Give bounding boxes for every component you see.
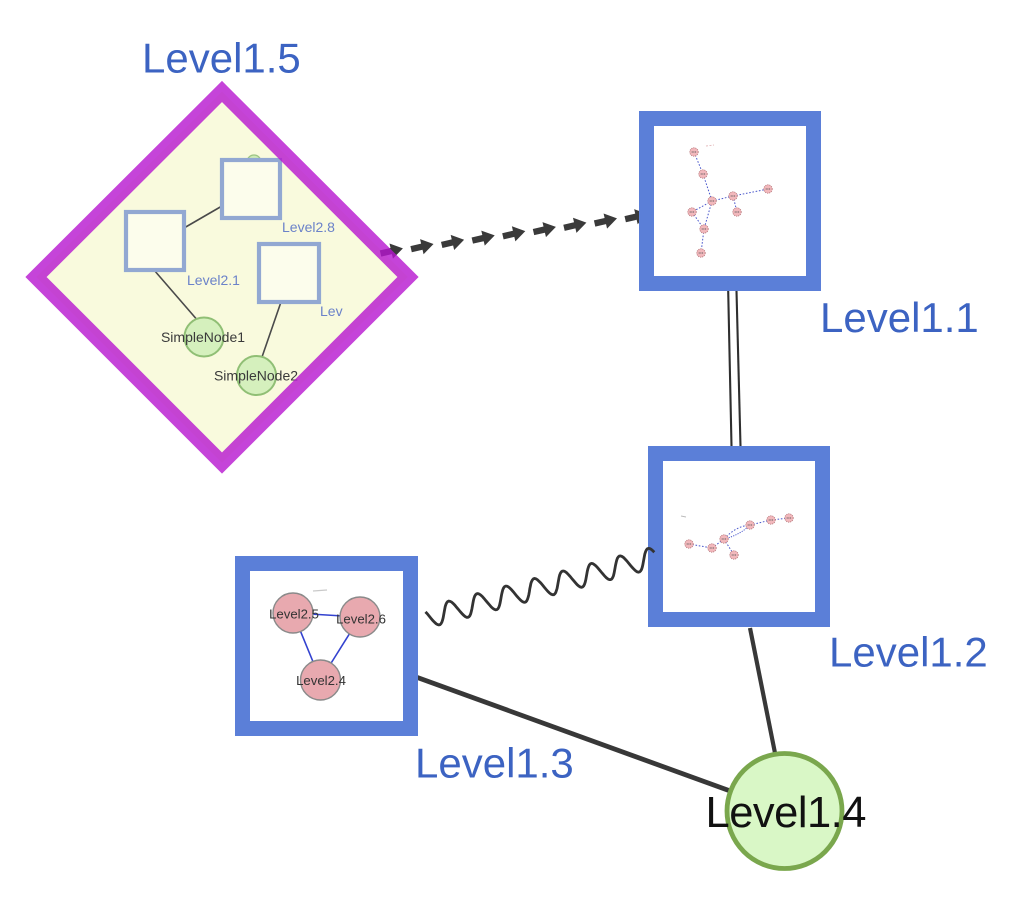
svg-text:Level1.4: Level1.4 xyxy=(706,789,866,837)
svg-text:Level2.1: Level2.1 xyxy=(187,272,240,288)
svg-text:SimpleNode2: SimpleNode2 xyxy=(214,368,298,384)
svg-text:Level1.3: Level1.3 xyxy=(415,740,574,787)
svg-text:Level1.5: Level1.5 xyxy=(142,35,301,82)
svg-text:Level1.2: Level1.2 xyxy=(829,629,988,676)
svg-text:Level1.1: Level1.1 xyxy=(820,294,979,341)
svg-text:Level2.5: Level2.5 xyxy=(269,607,319,622)
svg-text:SimpleNode1: SimpleNode1 xyxy=(161,329,245,345)
svg-text:Lev: Lev xyxy=(320,303,343,319)
svg-text:Level2.4: Level2.4 xyxy=(296,673,346,688)
svg-text:Level2.8: Level2.8 xyxy=(282,219,335,235)
svg-text:Level2.6: Level2.6 xyxy=(336,612,386,627)
